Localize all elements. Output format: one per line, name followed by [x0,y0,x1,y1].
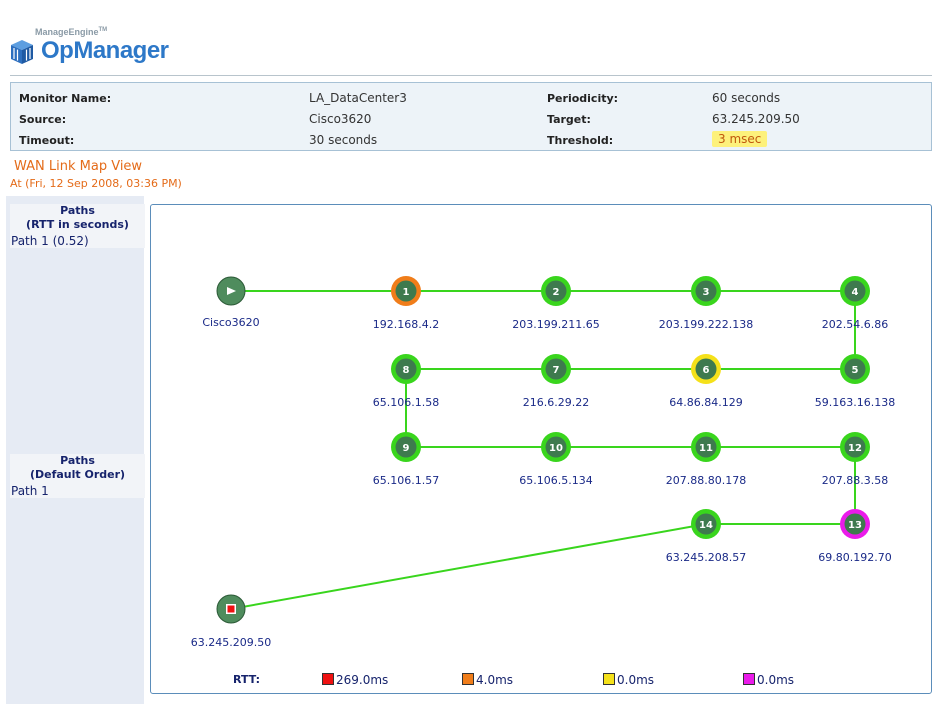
source-node-label: Cisco3620 [202,316,259,329]
legend-label-yellow: 0.0ms [617,673,655,687]
hop-node-core [545,358,567,380]
view-title: WAN Link Map View [14,159,143,174]
monitor-name-value: LA_DataCenter3 [309,91,407,105]
hop-node-number: 10 [549,443,563,454]
hop-node-ip: 202.54.6.86 [822,318,888,331]
hop-node-number: 14 [699,520,713,531]
legend-label-magenta: 0.0ms [757,673,795,687]
paths-rtt-header: Paths (RTT in seconds) [10,204,145,248]
timeout-value: 30 seconds [309,133,378,147]
hop-node-core [844,358,866,380]
paths-default-header: Paths (Default Order) [10,454,145,498]
target-node-label: 63.245.209.50 [191,636,271,649]
hop-node-core [844,513,866,535]
hop-node-core [545,436,567,458]
periodicity-value: 60 seconds [712,91,781,105]
paths-rtt-header-title: Paths [60,204,95,217]
cube-logo-icon [11,40,33,64]
hop-node-core [695,358,717,380]
hop-node-core [395,436,417,458]
hop-node-number: 11 [699,443,713,454]
play-icon [227,287,236,295]
target-value: 63.245.209.50 [712,112,800,126]
hop-node-core [695,436,717,458]
hop-node-ip: 65.106.1.58 [373,396,439,409]
legend-swatch-magenta [743,673,755,685]
hop-node-ip: 63.245.208.57 [666,551,746,564]
paths-sidebar: Paths (RTT in seconds) Path 1 (0.52) Pat… [6,196,145,704]
hop-node-number: 8 [403,365,410,376]
threshold-value: 3 msec [712,131,768,147]
monitor-info-panel: Monitor Name: LA_DataCenter3 Source: Cis… [10,82,932,151]
legend-item-magenta: 0.0ms [743,673,794,687]
hop-node-number: 1 [403,287,410,298]
hop-node-number: 4 [852,287,859,298]
link-line [230,523,707,610]
legend-item-orange: 4.0ms [462,673,513,687]
hop-node-core [695,513,717,535]
hop-node-number: 13 [848,520,862,531]
header-divider [10,75,932,76]
threshold-badge: 3 msec [712,131,768,147]
threshold-label: Threshold: [547,134,614,147]
opmanager-logo: ManageEngineTM OpManager [10,26,190,74]
hop-node-core [545,280,567,302]
legend-label-orange: 4.0ms [476,673,514,687]
monitor-name-label: Monitor Name: [19,92,112,105]
source-value: Cisco3620 [309,112,372,126]
target-label: Target: [547,113,591,126]
hop-node-number: 5 [852,365,859,376]
hop-node-number: 12 [848,443,862,454]
hop-node-number: 3 [703,287,710,298]
hop-node-ip: 59.163.16.138 [815,396,895,409]
legend-swatch-yellow [603,673,615,685]
source-label: Source: [19,113,67,126]
wan-link-map: Cisco3620 63.245.209.50 1 192.168.4.2 2 203.1… [150,204,932,694]
hop-node-core [395,358,417,380]
hop-node-number: 6 [703,365,710,376]
wan-link-map-canvas: Cisco3620 63.245.209.50 1 192.168.4.2 2 203.1… [191,276,895,649]
rtt-legend-title: RTT: [233,673,261,686]
hop-node-ip: 64.86.84.129 [669,396,742,409]
paths-default-header-title: Paths [60,454,95,467]
hop-node-ip: 192.168.4.2 [373,318,439,331]
hop-node-core [844,280,866,302]
hop-node-ip: 207.88.80.178 [666,474,746,487]
timeout-label: Timeout: [19,134,75,147]
hop-node-number: 2 [553,287,560,298]
legend-item-red: 269.0ms [322,673,388,687]
paths-rtt-header-subtitle: (RTT in seconds) [26,218,129,231]
view-timestamp: At (Fri, 12 Sep 2008, 03:36 PM) [10,177,182,190]
hop-node-ip: 216.6.29.22 [523,396,589,409]
hop-node-core [844,436,866,458]
legend-item-yellow: 0.0ms [603,673,654,687]
periodicity-label: Periodicity: [547,92,619,105]
hop-node-ip: 69.80.192.70 [818,551,891,564]
product-name: OpManager [41,37,169,64]
hop-node-ip: 203.199.211.65 [512,318,599,331]
legend-swatch-orange [462,673,474,685]
vendor-name: ManageEngineTM [35,27,108,37]
paths-default-header-subtitle: (Default Order) [29,468,126,481]
hop-node-core [695,280,717,302]
path-rtt-item[interactable]: Path 1 (0.52) [11,234,89,248]
hop-node-ip: 207.88.3.58 [822,474,888,487]
hop-node-ip: 65.106.1.57 [373,474,439,487]
hop-node-ip: 203.199.222.138 [659,318,753,331]
legend-label-red: 269.0ms [336,673,389,687]
legend-swatch-red [322,673,334,685]
hop-node-ip: 65.106.5.134 [519,474,592,487]
hop-node-number: 9 [403,443,410,454]
hop-node-core [395,280,417,302]
stop-icon [227,605,235,613]
path-default-item[interactable]: Path 1 [11,484,49,498]
hop-node-number: 7 [553,365,560,376]
